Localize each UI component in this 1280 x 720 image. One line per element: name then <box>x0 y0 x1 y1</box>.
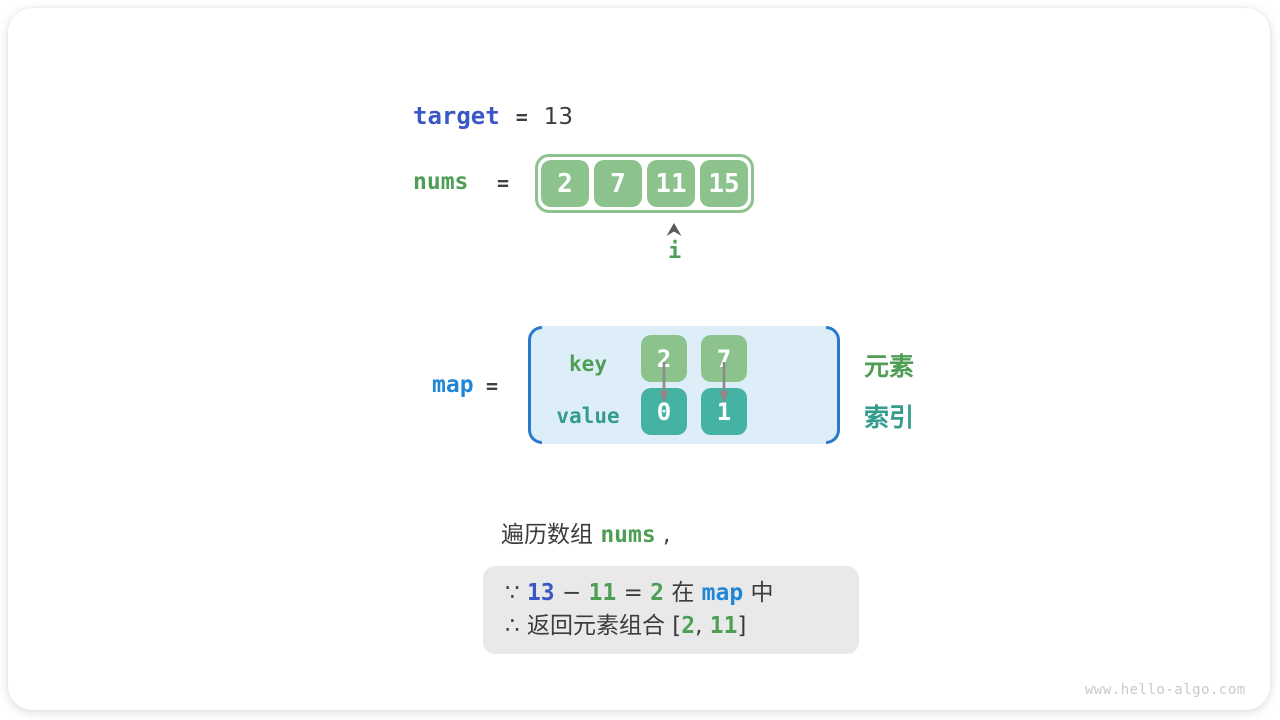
map-right-bracket <box>826 326 840 444</box>
index-side-label: 索引 <box>864 403 915 432</box>
map-key-cell: 2 <box>641 335 687 382</box>
element-side-label: 元素 <box>864 352 915 381</box>
array-cell: 15 <box>700 160 748 207</box>
conclusion-box: ∵ 13 − 11 = 2 在 map 中 ∴ 返回元素组合 [2, 11] <box>483 566 859 654</box>
array-cell: 7 <box>594 160 642 207</box>
key-value-arrow-icon <box>719 362 729 403</box>
nums-variable-label: nums <box>413 169 469 195</box>
map-key-row-label: key <box>569 352 607 376</box>
map-container: key value 2 7 0 1 <box>528 326 840 444</box>
nums-equals-sign: = <box>497 171 510 195</box>
target-equals-sign: = <box>515 105 528 129</box>
map-value-row-label: value <box>556 404 620 428</box>
pointer-caret-icon <box>666 223 682 236</box>
caption-line: 遍历数组 nums , <box>501 522 671 548</box>
watermark: www.hello-algo.com <box>1085 682 1246 698</box>
diagram-canvas: target = 13 nums = 2 7 11 15 i map = key… <box>8 8 1270 710</box>
conclusion-line-2: ∴ 返回元素组合 [2, 11] <box>505 613 747 639</box>
map-left-bracket <box>528 326 542 444</box>
pointer-index-label: i <box>668 239 682 264</box>
nums-array: 2 7 11 15 <box>535 154 754 213</box>
map-equals-sign: = <box>486 374 499 398</box>
conclusion-line-1: ∵ 13 − 11 = 2 在 map 中 <box>505 580 774 606</box>
map-key-cell: 7 <box>701 335 747 382</box>
target-variable-label: target <box>413 102 500 130</box>
array-cell: 2 <box>541 160 589 207</box>
target-value: 13 <box>543 104 574 130</box>
key-value-arrow-icon <box>659 362 669 403</box>
target-row: target = 13 <box>413 102 573 130</box>
map-variable-label: map <box>432 372 474 398</box>
array-cell: 11 <box>647 160 695 207</box>
